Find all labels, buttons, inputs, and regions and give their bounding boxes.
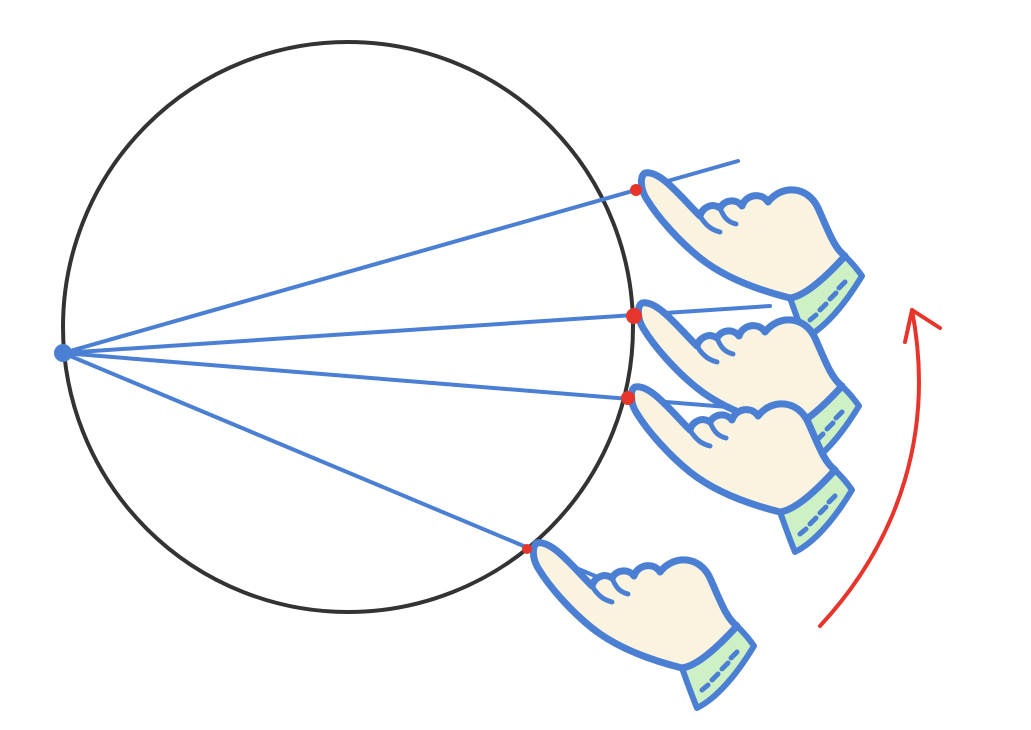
intersection-point-top [630, 184, 642, 196]
origin-point [54, 344, 72, 362]
arrow-head [903, 308, 942, 344]
ray-bottom [61, 351, 602, 580]
intersection-point-bottom [522, 544, 532, 554]
intersection-points [522, 184, 642, 554]
ray-top [61, 159, 740, 355]
intersection-point-mid-lower [621, 391, 635, 405]
hand-4 [533, 543, 754, 708]
arrow-shaft [818, 308, 921, 628]
pointing-hand-icon [533, 543, 754, 708]
curved-arrow-up-icon [818, 308, 942, 628]
intersection-point-mid-upper [626, 308, 642, 324]
main-circle [61, 40, 635, 614]
